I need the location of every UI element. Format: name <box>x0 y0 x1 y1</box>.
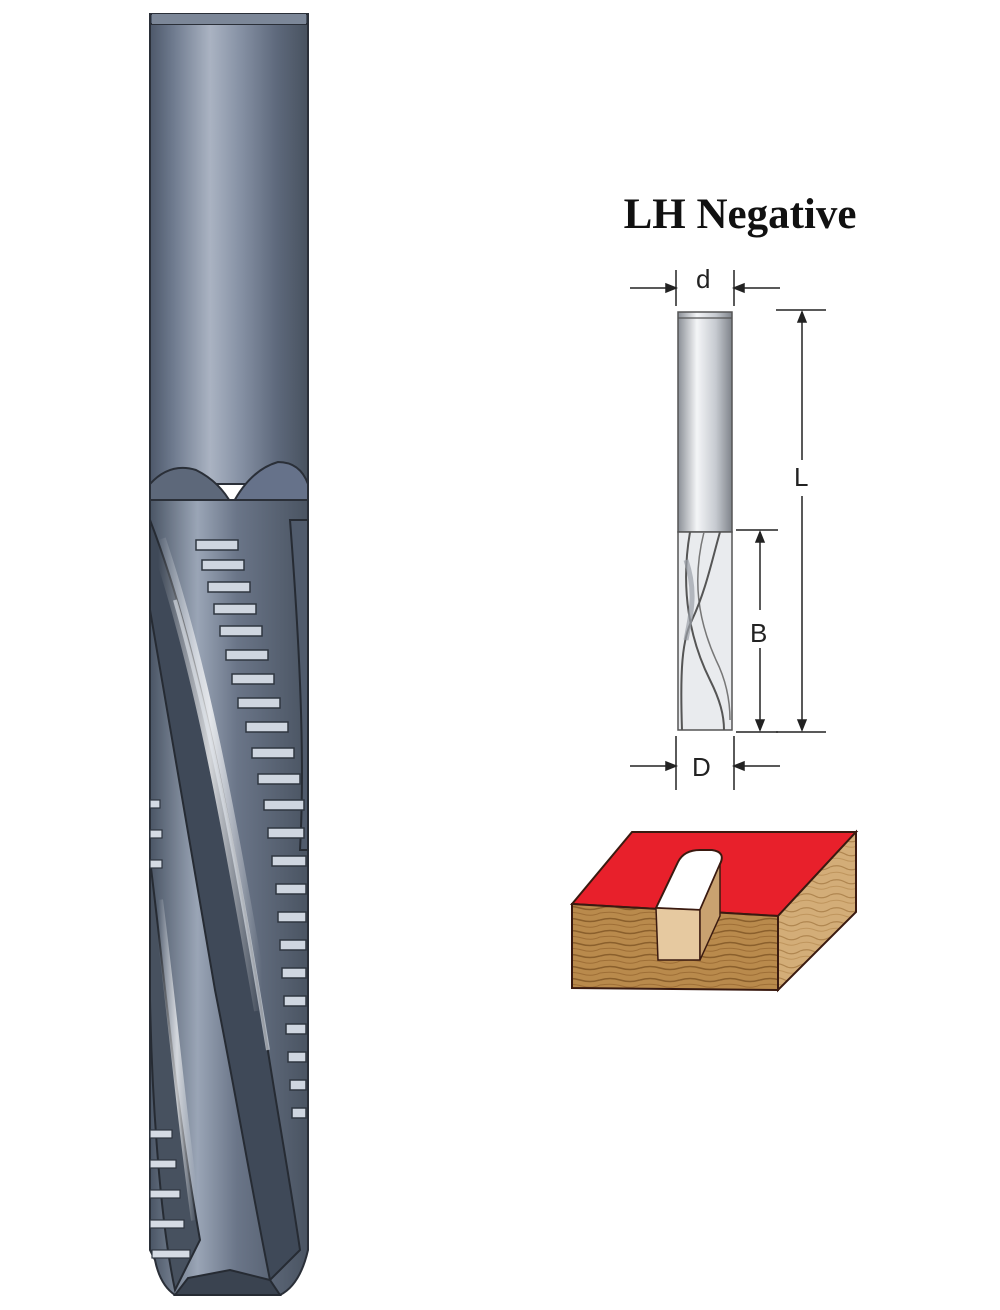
dimension-b <box>736 529 778 733</box>
dimension-d <box>630 270 780 306</box>
page-title: LH Negative <box>623 191 857 238</box>
schematic-flutes <box>677 531 733 731</box>
shank <box>149 13 309 485</box>
dimension-l <box>776 309 826 733</box>
dimension-cutting-d <box>630 736 780 790</box>
label-overall-length: L <box>794 462 809 492</box>
label-cutting-length: B <box>750 618 768 648</box>
label-cutting-diameter: D <box>692 752 711 782</box>
fluted-body <box>149 499 309 1296</box>
slotted-wood-block-icon <box>569 829 859 993</box>
block-side-face <box>777 829 857 993</box>
schematic-shank <box>677 311 733 533</box>
router-bit-schematic-icon <box>630 270 826 790</box>
label-shank-diameter: d <box>696 264 711 294</box>
chipbreaker-teeth <box>195 539 307 1119</box>
slot-cut <box>654 849 723 961</box>
